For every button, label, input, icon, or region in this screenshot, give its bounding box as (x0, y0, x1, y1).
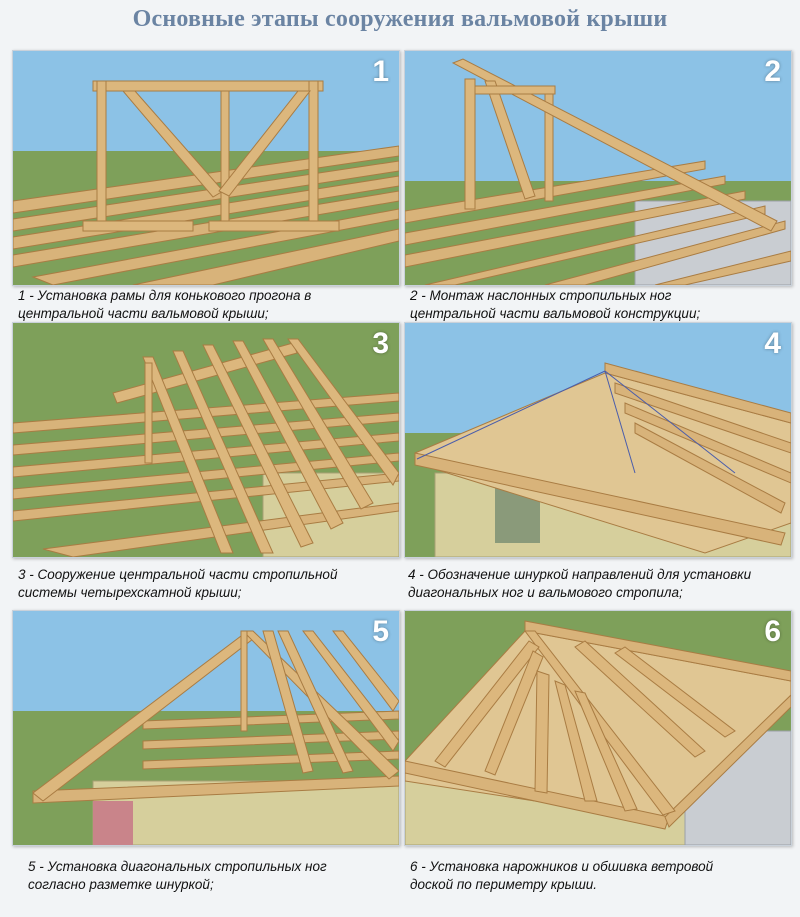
step-2-number: 2 (764, 55, 781, 88)
step-4-caption-line1: 4 - Обозначение шнуркой направлений для … (408, 567, 752, 582)
step-3-caption-line1: 3 - Сооружение центральной части стропил… (18, 567, 338, 582)
step-6-caption-line1: 6 - Установка нарожников и обшивка ветро… (410, 859, 714, 874)
step-2-caption: 2 - Монтаж наслонных стропильных ног цен… (410, 287, 790, 323)
step-3-caption-line2: системы четырехскатной крыши; (18, 585, 242, 600)
step-5-number: 5 (372, 615, 389, 648)
step-3-image: 3 (12, 322, 400, 558)
step-6-caption: 6 - Установка нарожников и обшивка ветро… (410, 858, 790, 894)
step-4-caption: 4 - Обозначение шнуркой направлений для … (408, 566, 788, 602)
step-1-caption-line1: 1 - Установка рамы для конькового прогон… (18, 288, 312, 303)
step-1-caption-line2: центральной части вальмовой крыши; (18, 306, 269, 321)
step-4-caption-line2: диагональных ног и вальмового стропила; (408, 585, 683, 600)
step-1-caption: 1 - Установка рамы для конькового прогон… (18, 287, 398, 323)
step-3-number: 3 (372, 327, 389, 360)
step-5-caption-line1: 5 - Установка диагональных стропильных н… (28, 859, 327, 874)
step-2-caption-line2: центральной части вальмовой конструкции; (410, 306, 701, 321)
step-1-image: 1 (12, 50, 400, 286)
step-6-number: 6 (764, 615, 781, 648)
step-5-caption: 5 - Установка диагональных стропильных н… (28, 858, 408, 894)
step-1-number: 1 (372, 55, 389, 88)
step-6-caption-line2: доской по периметру крыши. (410, 877, 598, 892)
step-3-caption: 3 - Сооружение центральной части стропил… (18, 566, 398, 602)
page-title: Основные этапы сооружения вальмовой крыш… (132, 6, 668, 32)
step-4-image: 4 (404, 322, 792, 558)
step-5-caption-line2: согласно разметке шнуркой; (28, 877, 214, 892)
step-2-caption-line1: 2 - Монтаж наслонных стропильных ног (410, 288, 672, 303)
step-4-number: 4 (764, 327, 781, 360)
step-5-image: 5 (12, 610, 400, 846)
step-6-image: 6 (404, 610, 792, 846)
step-2-image: 2 (404, 50, 792, 286)
